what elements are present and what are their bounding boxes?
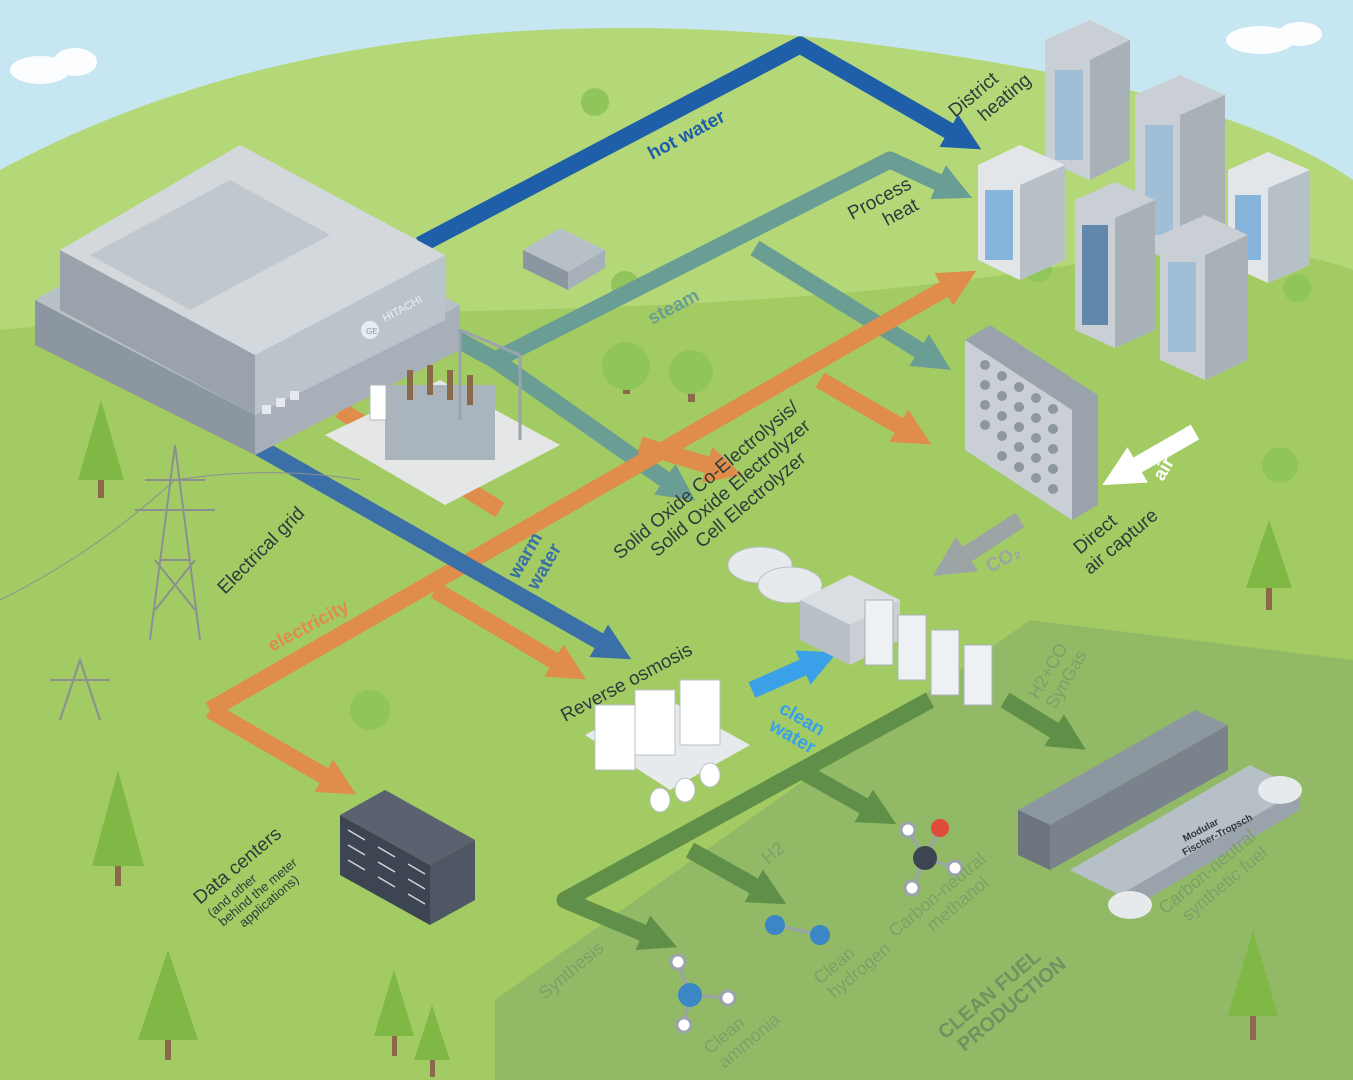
building-icon — [1075, 182, 1155, 348]
ammonia-molecule-icon — [669, 953, 737, 1034]
bush-icon — [350, 690, 390, 730]
ge-logo-icon — [361, 321, 379, 339]
building-icon — [978, 145, 1065, 280]
svg-text:GE: GE — [366, 327, 378, 336]
electricity-branch-ro — [430, 582, 587, 680]
bush-icon — [581, 88, 609, 116]
direct-air-capture-unit — [965, 325, 1098, 520]
tree-icon — [602, 342, 650, 394]
electrolyzer-unit — [727, 546, 993, 706]
data-center-racks — [340, 790, 475, 925]
electricity-branch-datacenter — [205, 702, 357, 795]
hydrogen-molecule-icon — [765, 915, 830, 945]
tree-icon — [138, 950, 198, 1060]
bush-icon — [1262, 447, 1298, 483]
tree-icon — [374, 970, 414, 1056]
steam-pipe — [435, 151, 972, 369]
clean-water-pipe — [748, 650, 838, 698]
methanol-molecule-icon — [899, 819, 964, 897]
steam-branch-electrolyzer — [490, 353, 696, 501]
bush-icon — [1283, 274, 1311, 302]
warm-water-pipe — [250, 437, 632, 660]
utility-shed — [523, 228, 605, 290]
building-icon — [1160, 215, 1248, 380]
steam-branch-dac — [750, 240, 951, 370]
electricity-pipe-main — [205, 270, 977, 718]
electricity-branch-electrolyzer — [637, 436, 743, 483]
substation — [325, 328, 560, 505]
tree-icon — [1228, 930, 1278, 1040]
storage-tank-icon — [757, 566, 823, 604]
syngas-pipe — [1000, 692, 1086, 750]
electricity-branch-dac — [815, 372, 932, 445]
flow-pipes — [205, 36, 1200, 950]
transmission-tower — [0, 444, 361, 721]
tree-icon — [1246, 520, 1292, 610]
fuel-branch-methanol — [795, 762, 897, 825]
power-plant: GE HITACHI — [35, 145, 460, 455]
building-icon — [1045, 20, 1130, 180]
fischer-tropsch-unit: Modular Fischer-Tropsch — [1018, 710, 1302, 919]
tree-icon — [414, 1005, 450, 1077]
hot-water-pipe — [416, 36, 982, 253]
tree-icon — [78, 400, 124, 498]
district-buildings — [978, 20, 1310, 380]
reverse-osmosis-unit — [585, 679, 750, 813]
building-icon — [1228, 152, 1310, 283]
tree-icon — [92, 770, 144, 886]
air-pipe — [1102, 424, 1200, 486]
co2-pipe — [932, 512, 1025, 577]
tree-icon — [669, 350, 713, 402]
fuel-branch-hydrogen — [685, 842, 787, 905]
